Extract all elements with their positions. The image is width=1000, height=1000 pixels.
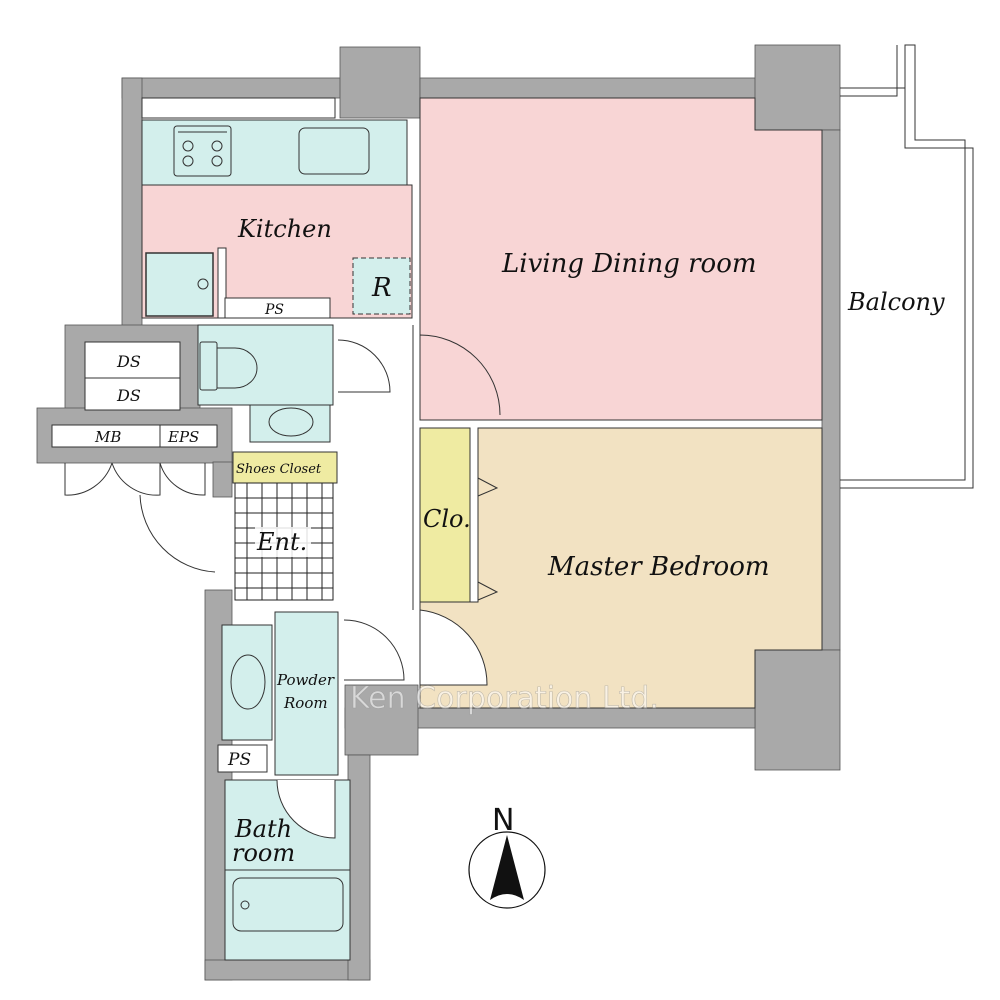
compass-label: N: [492, 803, 514, 838]
bathtub-icon: [232, 877, 344, 932]
toilet-icon: [199, 341, 258, 391]
balcony-label: Balcony: [847, 288, 945, 316]
ds1-label: DS: [116, 352, 141, 371]
ps-kitchen-label: PS: [264, 302, 284, 318]
balcony: [840, 44, 974, 489]
eps-label: EPS: [167, 428, 199, 446]
ps-bath-label: PS: [227, 750, 251, 770]
toilet-room: [197, 324, 334, 406]
ds-closet-2: [84, 377, 181, 411]
sink-icon: [298, 127, 370, 175]
ds-closet-1: [84, 341, 181, 379]
basin-icon: [268, 407, 314, 437]
mb-eps-doors[interactable]: [64, 462, 206, 496]
mb-label: MB: [94, 428, 121, 446]
shoes-label: Shoes Closet: [236, 462, 322, 477]
fridge-label: R: [371, 273, 392, 303]
washstand: [221, 624, 273, 741]
kitchen-label: Kitchen: [237, 215, 332, 243]
ds2-label: DS: [116, 386, 141, 405]
stove-icon: [173, 125, 232, 177]
powder-room: [274, 611, 339, 776]
powder-door[interactable]: [343, 619, 405, 681]
closet: [419, 427, 471, 603]
ps-kitchen: [224, 297, 331, 319]
bedroom-label: Master Bedroom: [547, 552, 770, 582]
bedroom-door[interactable]: [419, 609, 488, 686]
washbasin-icon: [230, 654, 266, 710]
kitchen-shelf: [141, 97, 336, 119]
living-dining-room: [419, 97, 823, 421]
living-door[interactable]: [419, 334, 501, 416]
powder-label-1: Powder: [276, 671, 335, 689]
ps-bath: [217, 744, 268, 773]
powder-label-2: Room: [283, 694, 328, 712]
north-arrow-icon: [468, 831, 546, 909]
watermark: Ken Corporation Ltd.: [350, 681, 659, 716]
walls: [36, 44, 841, 981]
fridge-space: [352, 257, 411, 315]
bath-label-1: Bath: [234, 815, 292, 843]
mb-eps: [51, 424, 218, 448]
living-label: Living Dining room: [501, 249, 757, 279]
bath-label-2: room: [232, 839, 295, 867]
entrance-label: Ent.: [256, 528, 307, 556]
entrance-door[interactable]: [139, 494, 216, 573]
toilet-door[interactable]: [337, 339, 391, 393]
shoes-closet: [232, 451, 338, 484]
bath-door[interactable]: [276, 779, 336, 839]
washer-icon: [145, 252, 214, 317]
closet-label: Clo.: [423, 505, 471, 533]
